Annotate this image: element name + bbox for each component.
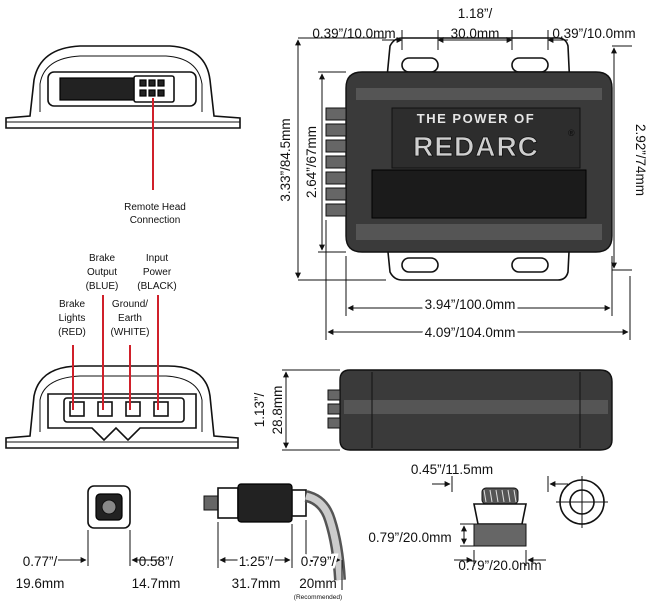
dim-right-height: 2.92”/74mm: [633, 124, 648, 196]
wire-labels: Brake Output (BLUE) Input Power (BLACK) …: [58, 253, 177, 338]
brand-plate: [391, 107, 581, 169]
dim-knob-bottom: 0.79”/20.0mm: [458, 558, 541, 573]
connector-pin-grid: [139, 79, 165, 97]
dim-center-line1: 1.18”/: [458, 6, 493, 21]
dim-depth-line2: 28.8mm: [270, 386, 285, 435]
dim-a-line1: 0.77”/: [23, 554, 58, 569]
dim-overall-height: 3.33”/84.5mm: [278, 118, 293, 201]
dim-center-line2: 30.0mm: [451, 26, 500, 41]
top-dimension-lines: [382, 30, 568, 50]
brake-output-label-1: Brake: [89, 253, 116, 264]
small-connector-front: [58, 485, 160, 566]
remote-head-front: [556, 476, 608, 528]
device-tagline: THE POWER OF: [417, 111, 535, 126]
input-power-label-3: (BLACK): [137, 281, 176, 292]
pin-ground: [125, 401, 141, 417]
device-top-view: THE POWER OF REDARC ®: [325, 37, 613, 281]
mount-slot-top-right: [511, 57, 549, 73]
recommended-note: (Recommended): [294, 594, 342, 601]
remote-head-knob: [432, 476, 568, 566]
width-dimension-lines: [325, 220, 631, 340]
dim-knob-top: 0.45”/11.5mm: [411, 462, 493, 477]
dim-d-line2: 20mm: [299, 576, 337, 591]
dim-inner-height: 2.64”/67mm: [304, 126, 319, 198]
ground-label-1: Ground/: [112, 299, 148, 310]
dim-c-line1: 1.25”/: [239, 554, 274, 569]
pin-brake-output: [97, 401, 113, 417]
input-power-label-1: Input: [146, 253, 168, 264]
mount-slot-bottom-left: [401, 257, 439, 273]
ground-label-2: Earth: [118, 313, 142, 324]
side-dimension-lines: [295, 37, 632, 281]
dim-slot-right: 0.39”/10.0mm: [552, 26, 635, 41]
pin-input-power: [153, 401, 169, 417]
dim-b-line2: 14.7mm: [132, 576, 181, 591]
remote-head-label-line1: Remote Head: [124, 202, 186, 213]
device-brand: REDARC: [413, 131, 539, 162]
dim-inner-width: 3.94”/100.0mm: [425, 297, 516, 312]
device-side-view: [282, 369, 613, 451]
dim-c-line2: 31.7mm: [232, 576, 281, 591]
dim-b-line1: 0.58”/: [139, 554, 174, 569]
dim-knob-mid: 0.79”/20.0mm: [368, 530, 451, 545]
connector-side-cable: [203, 483, 346, 590]
dim-d-line1: 0.79”/: [301, 554, 336, 569]
brake-output-label-2: Output: [87, 267, 117, 278]
dim-depth-line1: 1.13”/: [252, 392, 267, 427]
mount-slot-top-left: [401, 57, 439, 73]
power-connector-view: [5, 365, 239, 449]
colored-wire-leads: [72, 295, 159, 410]
remote-head-connector-view: [5, 45, 241, 129]
dim-a-line2: 19.6mm: [16, 576, 65, 591]
dim-overall-width: 4.09”/104.0mm: [425, 325, 516, 340]
remote-head-label-line2: Connection: [130, 215, 181, 226]
brake-lights-label-1: Brake: [59, 299, 86, 310]
brake-lights-label-2: Lights: [59, 313, 86, 324]
brake-lights-label-3: (RED): [58, 327, 86, 338]
brake-output-label-3: (BLUE): [86, 281, 119, 292]
dim-slot-left: 0.39”/10.0mm: [312, 26, 395, 41]
registered-mark: ®: [568, 128, 575, 138]
ground-label-3: (WHITE): [111, 327, 150, 338]
input-power-label-2: Power: [143, 267, 172, 278]
mount-slot-bottom-right: [511, 257, 549, 273]
